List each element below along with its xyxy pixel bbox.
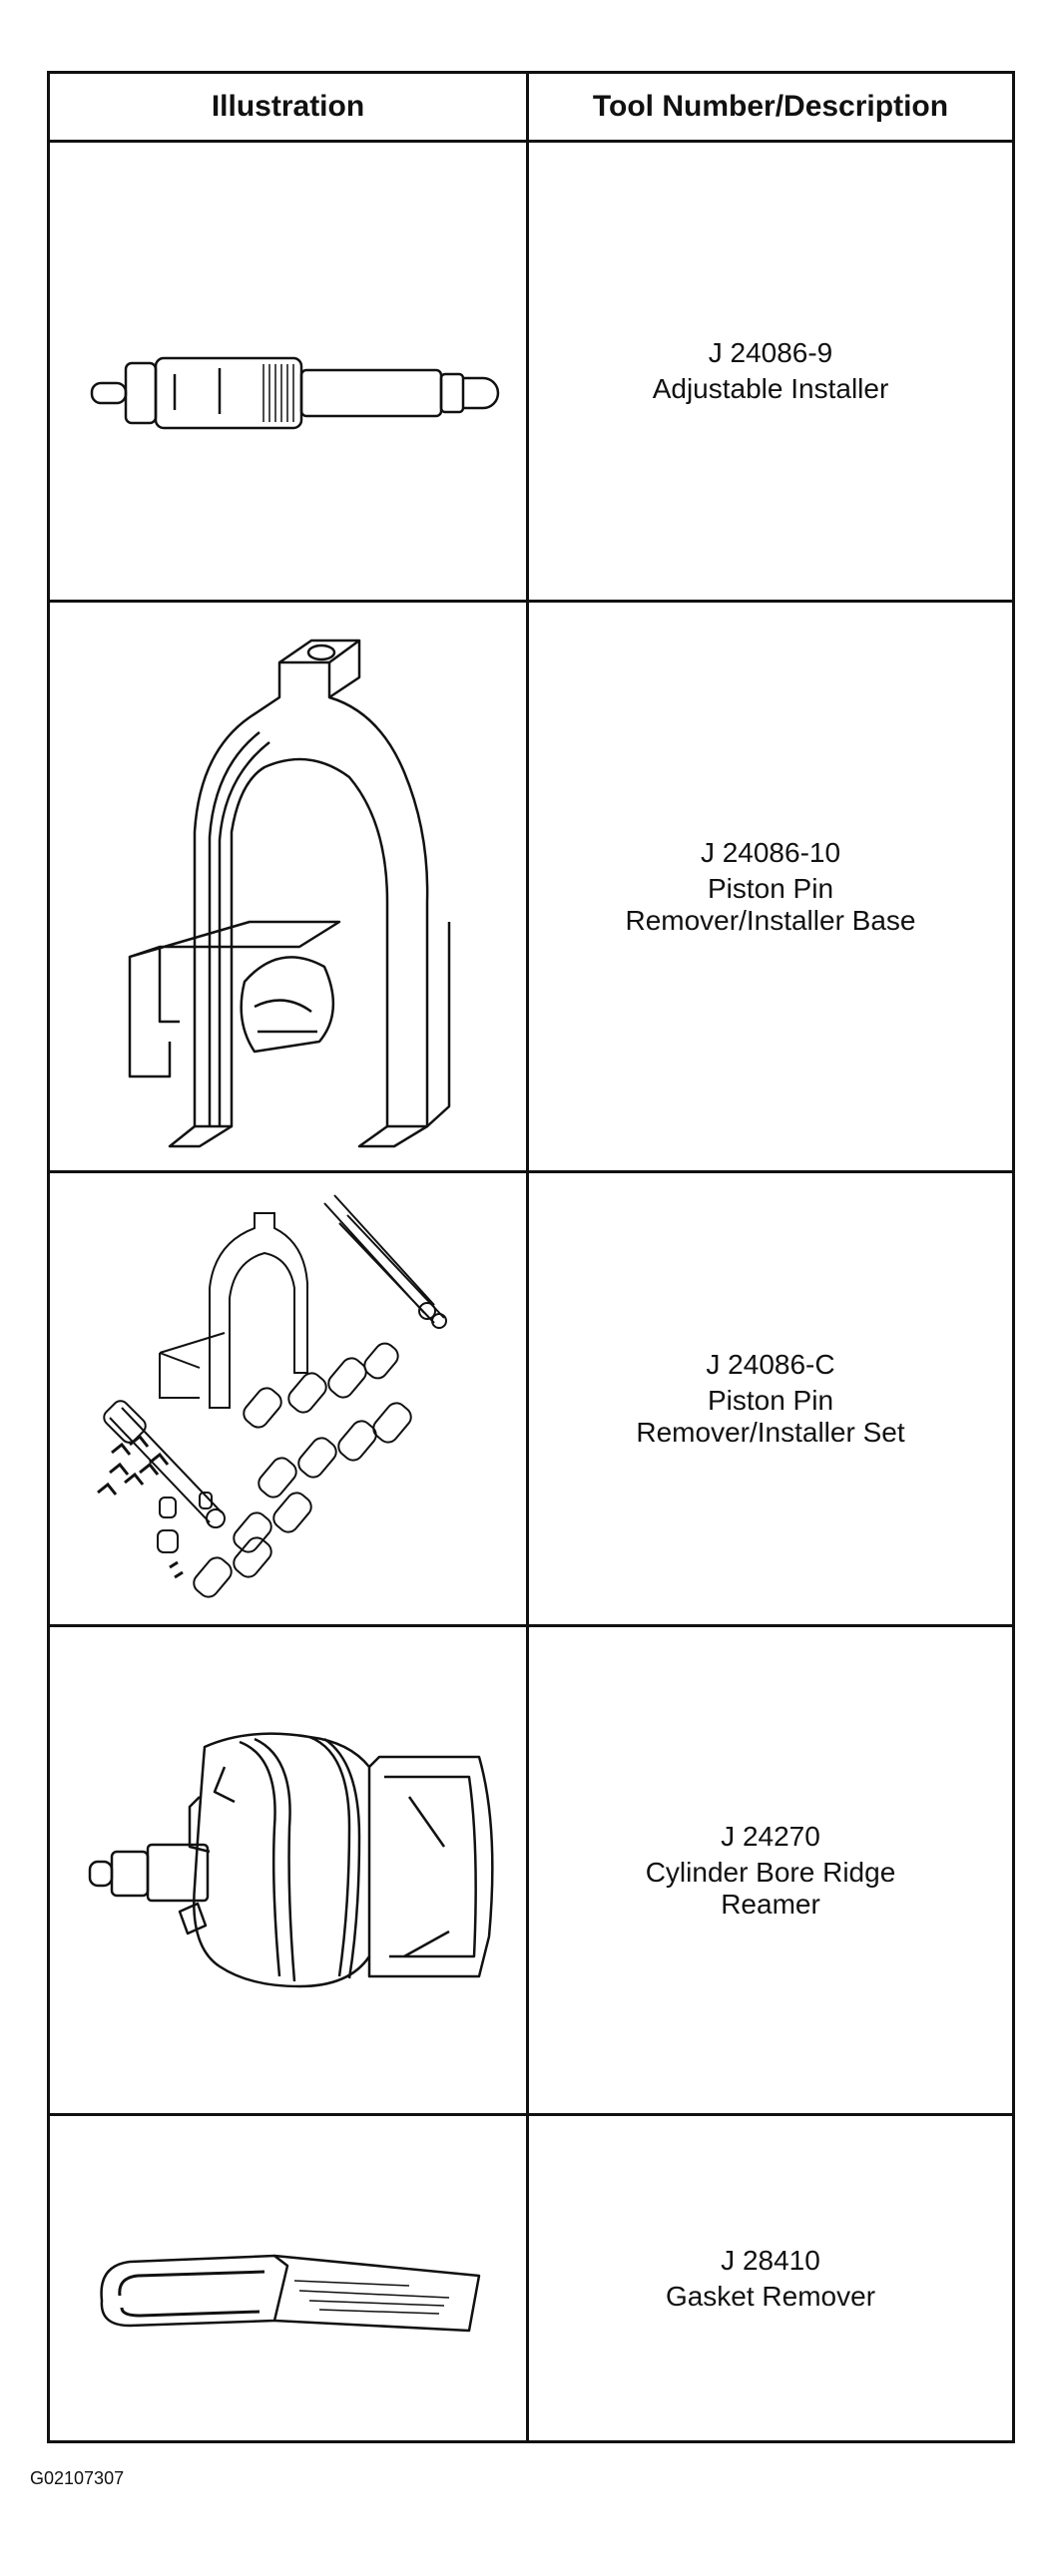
tool-description: J 24270 Cylinder Bore Ridge Reamer [529, 1627, 1012, 2113]
tool-description-line: Piston Pin [707, 1385, 834, 1416]
gasket-remover-illustration [50, 2116, 526, 2440]
header-tool-number: Tool Number/Description [592, 90, 949, 123]
tool-description-line: Remover/Installer Base [625, 904, 916, 936]
tool-description-line: Adjustable Installer [652, 373, 889, 404]
tool-description: J 24086-C Piston Pin Remover/Installer S… [529, 1173, 1012, 1624]
row-divider [50, 600, 1012, 603]
tool-description-line: Cylinder Bore Ridge [645, 1856, 896, 1888]
column-divider [526, 74, 529, 2440]
table-row: J 24086-C Piston Pin Remover/Installer S… [50, 1173, 1012, 1624]
tool-number: J 28410 [721, 2244, 820, 2276]
tool-description-line: Piston Pin [707, 872, 834, 904]
tool-number: J 24270 [721, 1820, 820, 1852]
tool-number: J 24086-C [706, 1349, 835, 1380]
tool-description: J 28410 Gasket Remover [529, 2116, 1012, 2440]
tool-description: J 24086-9 Adjustable Installer [529, 143, 1012, 600]
ridge-reamer-illustration [50, 1627, 526, 2113]
table-row: J 28410 Gasket Remover [50, 2116, 1012, 2440]
tool-table: Illustration Tool Number/Description J 2… [47, 71, 1015, 2443]
tool-description-line: Gasket Remover [665, 2280, 876, 2312]
row-divider [50, 1624, 1012, 1627]
tool-number: J 24086-10 [700, 836, 841, 868]
remover-installer-base-illustration [50, 603, 526, 1170]
tool-description: J 24086-10 Piston Pin Remover/Installer … [529, 603, 1012, 1170]
tool-description-line: Reamer [721, 1888, 820, 1920]
table-row: J 24270 Cylinder Bore Ridge Reamer [50, 1627, 1012, 2113]
tool-description-line: Remover/Installer Set [636, 1417, 905, 1448]
row-divider [50, 2113, 1012, 2116]
row-divider [50, 1170, 1012, 1173]
table-row: J 24086-10 Piston Pin Remover/Installer … [50, 603, 1012, 1170]
figure-code: G02107307 [30, 2468, 125, 2488]
header-illustration: Illustration [211, 90, 365, 123]
tool-number: J 24086-9 [708, 337, 833, 368]
adjustable-installer-illustration [50, 143, 526, 600]
table-row: J 24086-9 Adjustable Installer [50, 143, 1012, 600]
header-divider [50, 140, 1012, 143]
remover-installer-set-illustration [50, 1173, 526, 1624]
